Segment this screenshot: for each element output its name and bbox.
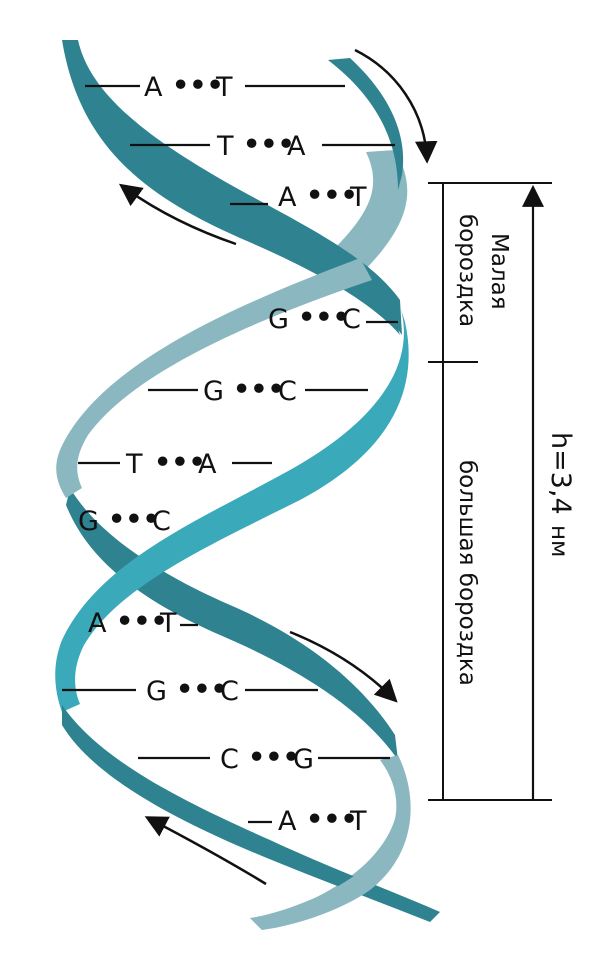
- base-left: G: [268, 304, 289, 335]
- hydrogen-bond-dots: •••: [116, 606, 168, 637]
- base-right: A: [198, 449, 217, 480]
- base-left: C: [220, 744, 239, 775]
- hydrogen-bond-dots: •••: [176, 674, 228, 705]
- groove-bracket: [428, 182, 552, 801]
- hydrogen-bond-dots: •••: [243, 129, 295, 160]
- pitch-unit-label: нм: [546, 525, 572, 557]
- base-left: G: [78, 506, 99, 537]
- base-left: A: [278, 182, 297, 213]
- base-left: T: [216, 131, 234, 162]
- base-pairs: A ••• T T ••• A A ••• T G ••• C G ••• C …: [62, 70, 398, 837]
- base-right: T: [349, 806, 367, 837]
- base-left: A: [88, 608, 107, 639]
- strand-dark-front-top: [62, 40, 402, 335]
- base-right: C: [278, 376, 297, 407]
- major-groove-label: большая бороздка: [454, 460, 480, 686]
- strand-direction-arrows: [118, 48, 438, 886]
- pitch-label: h=3,4: [545, 432, 576, 515]
- strand-light-front-bottom: [250, 755, 411, 930]
- strand-teal-front: [55, 300, 409, 712]
- minor-groove-label-line1: Малая: [486, 233, 512, 310]
- strand-dark-front-right: [328, 58, 404, 190]
- strand-light-front: [56, 258, 372, 498]
- strand-dark-front-bottom: [62, 705, 440, 922]
- arrow-top-right-icon: [354, 48, 438, 164]
- base-right: T: [349, 182, 367, 213]
- base-left: A: [144, 72, 163, 103]
- hydrogen-bond-dots: •••: [248, 742, 300, 773]
- minor-groove-label-line2: бороздка: [454, 214, 480, 327]
- arrow-lower-right-icon: [289, 630, 398, 703]
- arrow-bottom-left-icon: [144, 816, 267, 886]
- hydrogen-bond-dots: •••: [172, 70, 224, 101]
- base-right: G: [293, 744, 314, 775]
- strand-dark-segment: [66, 488, 398, 760]
- hydrogen-bond-dots: •••: [298, 302, 350, 333]
- base-left: T: [125, 449, 143, 480]
- base-left: G: [146, 676, 167, 707]
- base-left: A: [278, 806, 297, 837]
- base-right: C: [220, 676, 239, 707]
- base-right: A: [287, 131, 306, 162]
- hydrogen-bond-dots: •••: [108, 504, 160, 535]
- base-right: C: [342, 304, 361, 335]
- hydrogen-bond-dots: •••: [154, 447, 206, 478]
- base-right: T: [159, 608, 177, 639]
- hydrogen-bond-dots: •••: [233, 374, 285, 405]
- hydrogen-bond-dots: •••: [306, 804, 358, 835]
- base-left: G: [203, 376, 224, 407]
- base-right: C: [152, 506, 171, 537]
- arrow-upper-left-icon: [118, 183, 237, 246]
- strand-light-segment: [328, 150, 408, 275]
- base-right: T: [215, 72, 233, 103]
- hydrogen-bond-dots: •••: [306, 180, 358, 211]
